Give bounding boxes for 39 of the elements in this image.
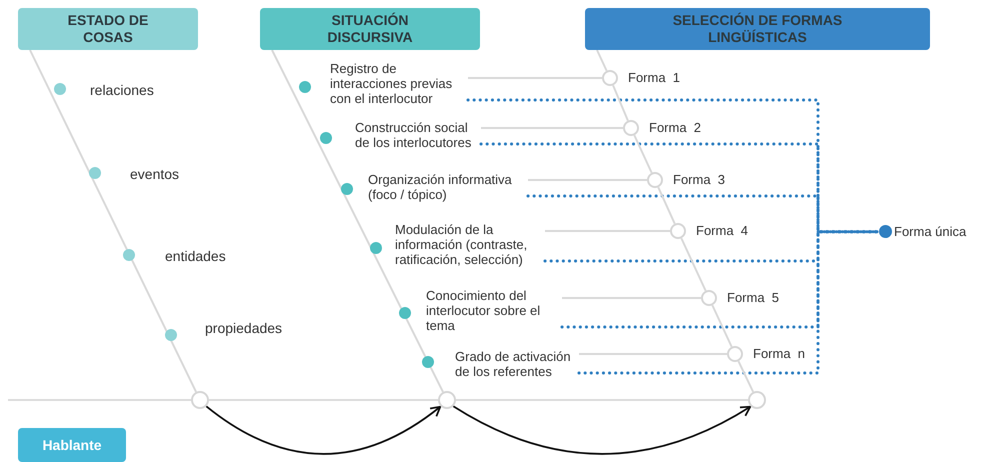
curved-arrow xyxy=(206,406,442,455)
connector-line xyxy=(562,297,701,299)
connector-line xyxy=(271,50,444,392)
curved-arrow xyxy=(452,406,752,455)
factor-text: Registro de interacciones previas con el interlocutor xyxy=(330,61,468,106)
factor-text: Construcción social de los interlocutores xyxy=(355,120,481,150)
aspect-label: entidades xyxy=(165,247,226,266)
aspect-label: eventos xyxy=(130,165,180,184)
form-label: Forma 5 xyxy=(727,291,780,304)
speaker-box: Hablante xyxy=(18,428,126,462)
connector-line xyxy=(545,230,670,232)
factor-text: Conocimiento del interlocutor sobre el tema xyxy=(426,288,562,333)
aspect-label: propiedades xyxy=(205,319,282,338)
connector-line xyxy=(612,85,629,121)
connector-line xyxy=(633,134,653,174)
connector-line xyxy=(738,360,754,392)
connector-line xyxy=(711,304,733,348)
connector-line xyxy=(596,50,608,72)
category-header: SITUACIÓN DISCURSIVA xyxy=(260,8,480,50)
factor-text: Modulación de la información (contraste, ratificación, selección) xyxy=(395,222,545,267)
connector-line xyxy=(680,238,707,292)
form-label: Forma 1 xyxy=(628,71,680,84)
connector-line xyxy=(657,186,676,224)
factor-text: Grado de activación de los referentes xyxy=(455,349,579,379)
category-header: SELECCIÓN DE FORMAS LINGÜÍSTICAS xyxy=(585,8,930,50)
connector-line xyxy=(29,50,197,392)
connector-line xyxy=(481,127,623,129)
form-label: Forma 4 xyxy=(696,224,748,237)
connector-line xyxy=(528,179,647,181)
category-header: ESTADO DE COSAS xyxy=(18,8,198,50)
factor-text: Organización informativa (foco / tópico) xyxy=(368,172,528,202)
form-label: Forma n xyxy=(753,347,806,360)
connector-line xyxy=(579,353,727,355)
result-label: Forma única xyxy=(894,223,966,241)
connector-line xyxy=(468,77,602,79)
form-label: Forma 3 xyxy=(673,173,726,186)
form-label: Forma 2 xyxy=(649,121,702,134)
aspect-label: relaciones xyxy=(90,81,154,100)
dotted-connector xyxy=(578,230,880,374)
